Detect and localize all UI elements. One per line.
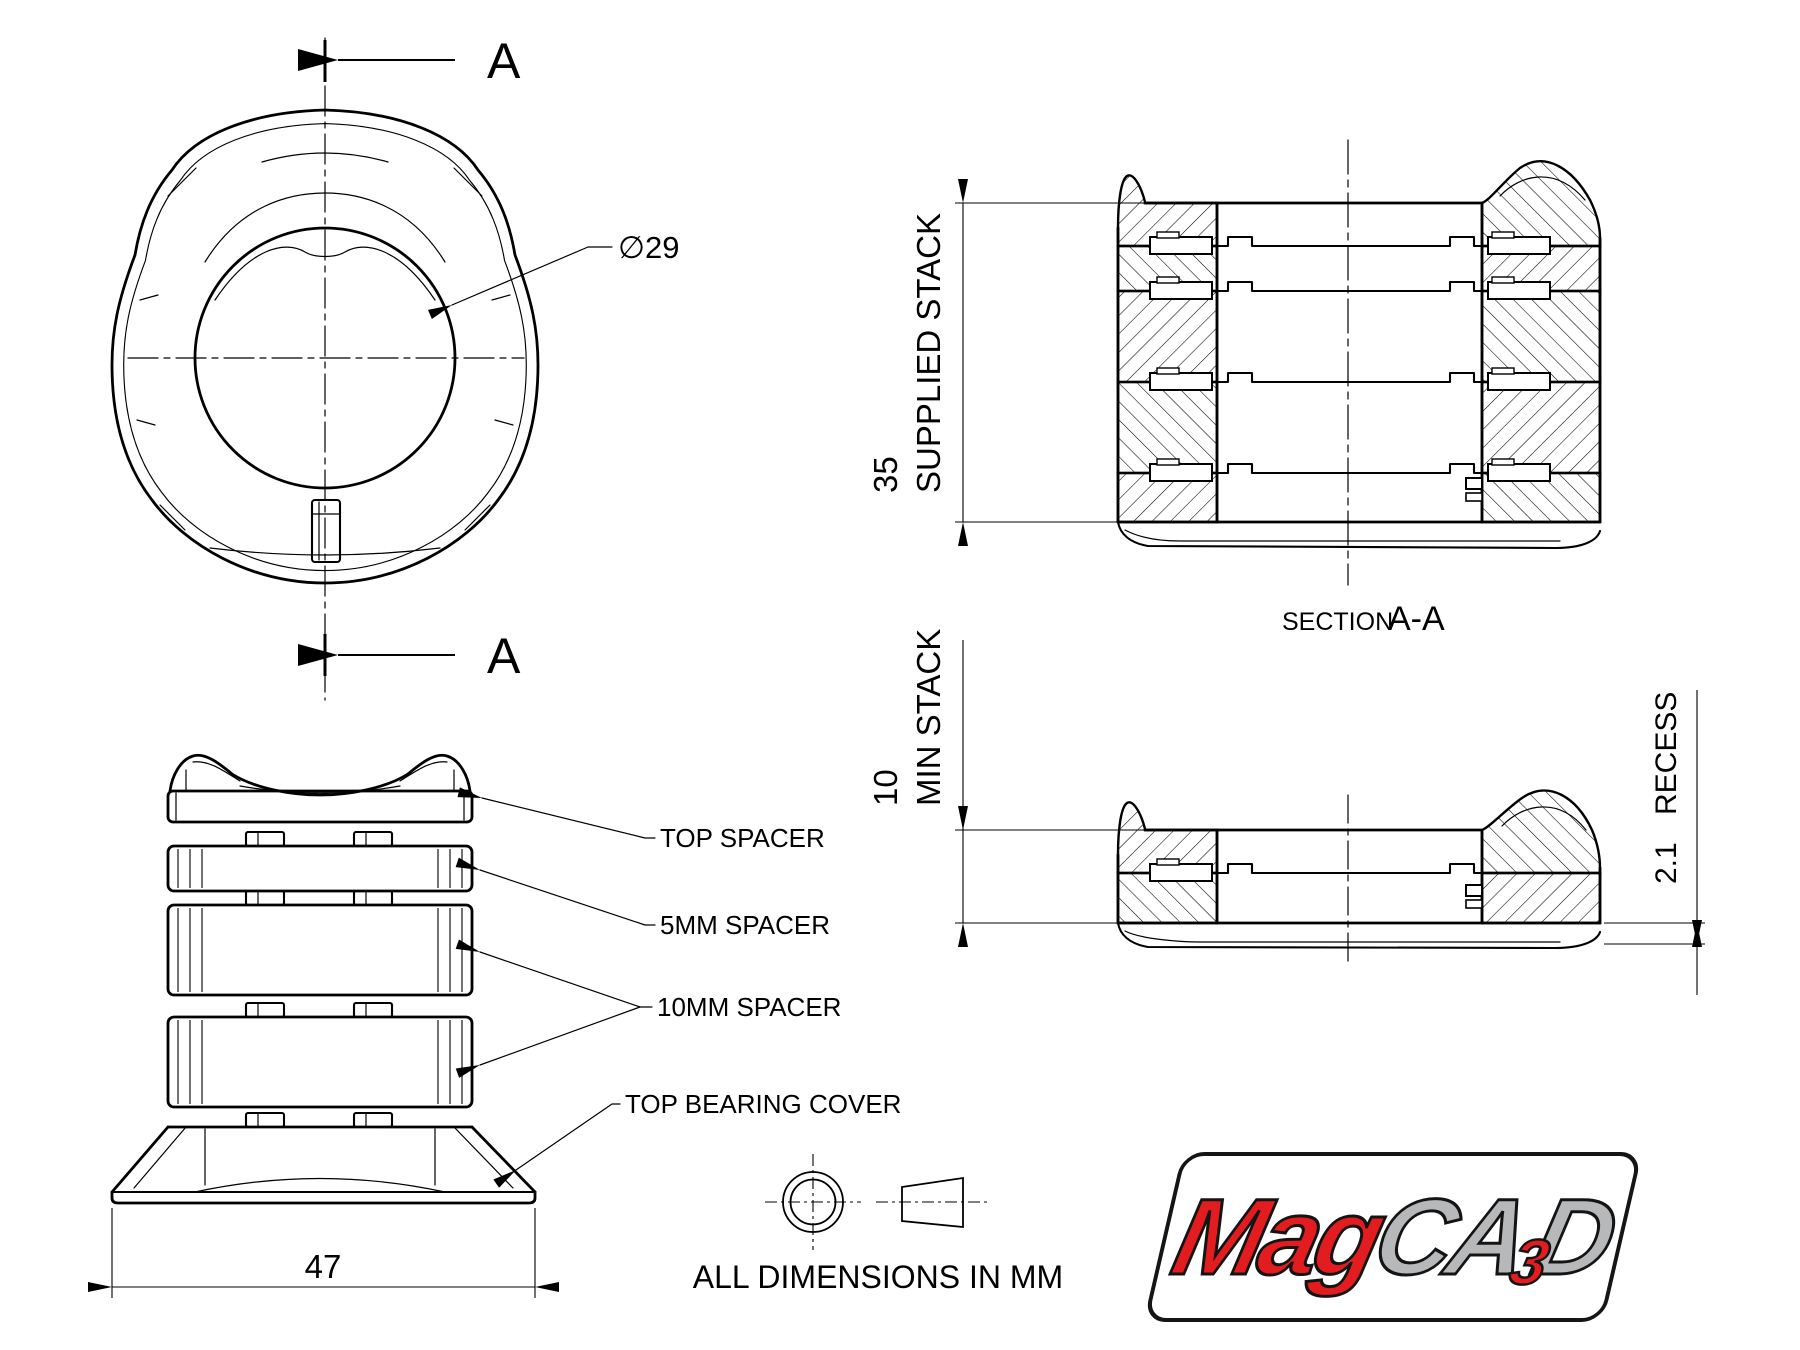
logo-text: MagCA3D — [1161, 1175, 1625, 1300]
projection-cone — [901, 1176, 964, 1228]
supplied-stack-label: SUPPLIED STACK — [910, 213, 947, 493]
section-cut-arrow-top: A — [298, 33, 521, 89]
min-stack-value: 10 — [867, 769, 904, 806]
top-bearing-cover — [110, 1125, 537, 1205]
diameter-callout: ∅29 — [427, 230, 680, 320]
wall-clips — [1149, 231, 1551, 502]
supplied-stack-dimension: 35 SUPPLIED STACK — [867, 179, 1145, 546]
inner-offset-contour — [123, 123, 527, 572]
interface-line-1 — [1215, 235, 1484, 248]
top-spacer — [166, 753, 474, 824]
ten-mm-spacer-2 — [166, 1015, 474, 1109]
leader-line — [427, 246, 613, 320]
bottom-lip-outer — [1116, 921, 1602, 950]
exploded-view: 47 TOP SPACER 5MM SPACER 10MM SPACER TOP… — [88, 753, 901, 1298]
interface-line-3 — [1215, 371, 1484, 384]
width-dim-value: 47 — [305, 1248, 342, 1285]
saddle-profile — [214, 246, 436, 301]
top-inner-arc — [261, 152, 389, 163]
label-ten-mm-spacer: 10MM SPACER — [657, 992, 841, 1022]
steerer-bore-circle — [193, 226, 457, 490]
section-aa-view: 35 SUPPLIED STACK SECTION A-A — [867, 139, 1602, 638]
projection-symbol — [765, 1154, 989, 1250]
horn-inner-line — [1499, 176, 1586, 201]
width-dimension: 47 — [88, 1208, 559, 1298]
section-cut-arrow-bottom: A — [298, 628, 521, 684]
supplied-stack-value: 35 — [867, 456, 904, 493]
horn-inner-line — [1501, 806, 1587, 831]
recess-label: RECESS — [1650, 692, 1683, 815]
bottom-clip-feature — [310, 498, 342, 564]
interface-line — [1215, 862, 1484, 875]
label-top-bearing-cover: TOP BEARING COVER — [625, 1089, 901, 1119]
right-wall-band-3 — [1480, 289, 1602, 384]
diameter-label: ∅29 — [618, 230, 680, 265]
bottom-lip-outer — [1116, 520, 1602, 550]
logo-text-red: Mag — [1161, 1175, 1393, 1299]
units-note: ALL DIMENSIONS IN MM — [693, 1259, 1063, 1295]
interface-line-4 — [1215, 462, 1484, 475]
section-caption-prefix: SECTION — [1282, 608, 1393, 636]
chin-arc — [209, 547, 441, 556]
outer-silhouette — [110, 108, 540, 585]
upper-saddle-arc — [204, 192, 446, 263]
min-stack-view: 10 MIN STACK 2.1 RECESS — [867, 629, 1705, 995]
section-letter-top: A — [487, 33, 521, 89]
magcad-logo: MagCA3D — [1143, 1152, 1643, 1322]
section-letter-bottom: A — [487, 628, 521, 684]
label-top-spacer: TOP SPACER — [660, 823, 825, 853]
min-stack-dimension: 10 MIN STACK — [867, 629, 1145, 947]
label-five-mm-spacer: 5MM SPACER — [660, 910, 830, 940]
five-mm-spacer — [166, 844, 474, 893]
corner-shading-lines — [159, 167, 491, 531]
right-wall-horn — [1480, 789, 1602, 875]
top-view — [110, 37, 540, 701]
spacer-clip-tabs — [244, 830, 394, 1129]
ten-mm-spacer-1 — [166, 903, 474, 997]
right-wall-horn — [1480, 160, 1602, 248]
min-stack-label: MIN STACK — [910, 629, 947, 806]
bottom-lip-inner — [1124, 930, 1561, 943]
bottom-lip-inner — [1124, 529, 1561, 542]
section-caption-reference: A-A — [1388, 600, 1445, 638]
right-wall-cover — [1480, 871, 1602, 925]
part-labels: TOP SPACER 5MM SPACER 10MM SPACER TOP BE… — [455, 787, 901, 1188]
wall-clips — [1149, 858, 1483, 909]
recess-dimension: 2.1 RECESS — [1604, 690, 1705, 995]
side-tick-lines — [136, 294, 514, 426]
interface-line-2 — [1215, 280, 1484, 293]
recess-value: 2.1 — [1650, 842, 1683, 884]
section-caption: SECTION A-A — [1282, 600, 1445, 638]
